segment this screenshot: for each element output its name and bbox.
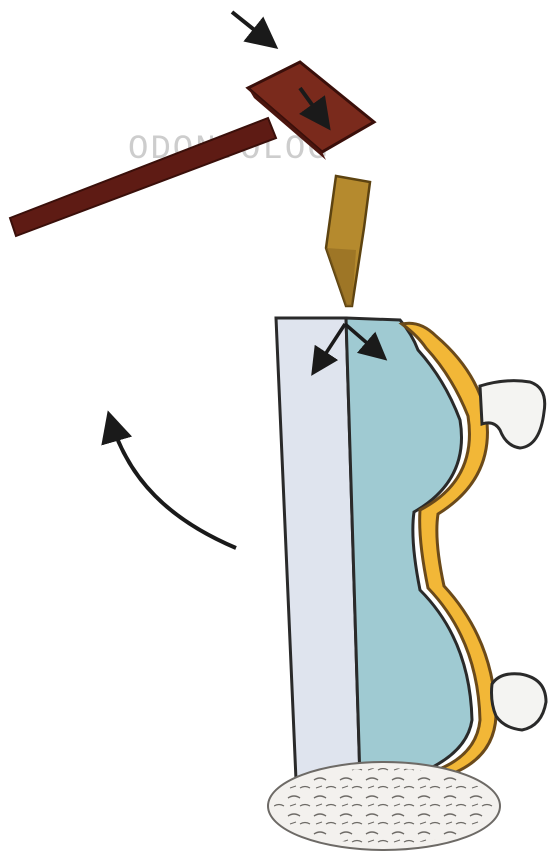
tooth-lower [492, 674, 547, 730]
cotton-base [268, 762, 500, 850]
mallet-icon [10, 62, 374, 236]
chisel-icon [326, 176, 370, 306]
curved-arrow-icon [110, 418, 236, 548]
tooth-upper [480, 381, 545, 448]
cast-block [276, 318, 546, 780]
strike-arrow [232, 12, 272, 44]
